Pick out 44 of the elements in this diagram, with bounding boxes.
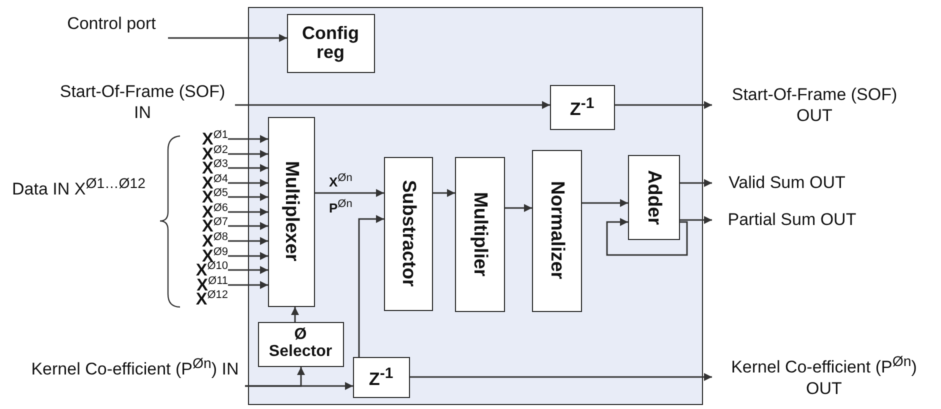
arrow — [615, 101, 712, 109]
arrow — [228, 150, 268, 158]
block-box: Substractor — [384, 156, 432, 310]
block-box: Z$^{-1}$ — [550, 84, 614, 130]
arrow — [291, 307, 299, 322]
arrow — [358, 215, 384, 357]
block-box: Multiplier — [454, 156, 504, 312]
block-box: Normalizer — [532, 150, 582, 312]
port-label: Start-Of-Frame (SOF) IN — [50, 80, 235, 124]
arrow — [228, 135, 268, 143]
arrow — [235, 101, 550, 109]
block-box: Z$^{-1}$ — [352, 356, 410, 398]
data-input-label: Data IN X$^{Ø1…Ø12}$ — [12, 176, 146, 200]
module-box — [248, 7, 703, 405]
arrow — [505, 204, 532, 212]
arrow — [410, 373, 712, 381]
port-label: Valid Sum OUT — [712, 171, 862, 195]
port-label: Kernel Co-efficient (P$^{Øn}$) OUT — [712, 352, 936, 402]
arrow — [228, 266, 268, 274]
arrow — [228, 281, 268, 289]
arrow — [680, 179, 712, 187]
port-label: Start-Of-Frame (SOF) OUT — [712, 82, 917, 128]
arrow — [433, 189, 455, 197]
block-box: Multiplexer — [268, 116, 314, 306]
arrow — [245, 382, 353, 390]
block-box: Ø Selector — [258, 322, 344, 366]
arrow — [582, 199, 628, 207]
arrow — [228, 208, 268, 216]
input-label: X$^{Ø12}$ — [194, 290, 228, 308]
feedback-arrow — [606, 218, 688, 256]
arrow — [228, 252, 268, 260]
arrow — [228, 193, 268, 201]
arrow — [680, 216, 712, 224]
arrow — [228, 179, 268, 187]
port-label: Kernel Co-efficient (P$^{Øn}$) IN — [25, 338, 245, 398]
arrow — [315, 189, 384, 197]
port-label: Partial Sum OUT — [712, 208, 872, 232]
arrow — [228, 237, 268, 245]
port-label: Control port — [55, 8, 168, 40]
arrow — [228, 164, 268, 172]
arrow — [168, 34, 287, 42]
block-box: Adder — [628, 154, 680, 240]
block-box: Config reg — [286, 14, 374, 72]
arrow — [228, 222, 268, 230]
